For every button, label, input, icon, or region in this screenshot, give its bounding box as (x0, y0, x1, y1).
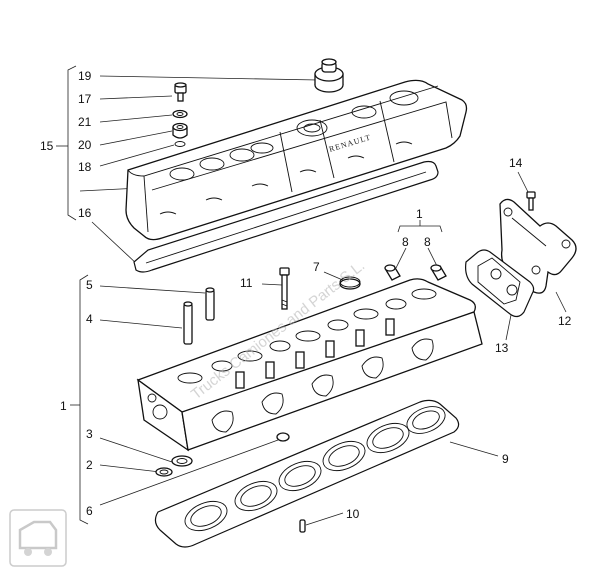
bracket-gasket (465, 249, 535, 318)
callout-13: 13 (495, 341, 509, 355)
cylinder-head (136, 278, 483, 452)
callout-2: 2 (86, 458, 93, 472)
cover-washer (172, 109, 188, 119)
cover-spacer-bush (172, 122, 188, 139)
callout-17: 17 (78, 92, 92, 106)
callout-9: 9 (502, 452, 509, 466)
small-dowel (276, 432, 290, 442)
callout-7: 7 (313, 260, 320, 274)
callout-8-left: 8 (402, 235, 409, 249)
callout-14: 14 (509, 156, 523, 170)
callout-1: 1 (60, 399, 67, 413)
valve-cover-gasket (133, 160, 439, 273)
sleeve-right (430, 264, 447, 281)
sleeve-left (384, 264, 401, 281)
callout-5: 5 (86, 278, 93, 292)
callout-19: 19 (78, 69, 92, 83)
callout-6: 6 (86, 504, 93, 518)
callout-4: 4 (86, 312, 93, 326)
callout-1-top: 1 (416, 207, 423, 221)
bracket-group-15 (56, 65, 77, 221)
cover-screw (174, 82, 187, 102)
callout-10: 10 (346, 507, 360, 521)
callout-18: 18 (78, 160, 92, 174)
bracket-bolt (526, 191, 536, 211)
callout-3: 3 (86, 427, 93, 441)
seal-ring-inner (155, 467, 173, 477)
seal-ring-outer (171, 455, 193, 467)
valve-guide-long (183, 301, 193, 345)
callout-8-right: 8 (424, 235, 431, 249)
corner-logo (9, 509, 67, 567)
callout-15: 15 (40, 139, 54, 153)
callout-11: 11 (240, 276, 253, 290)
lifting-bracket (499, 198, 577, 294)
callout-12: 12 (558, 314, 572, 328)
callout-16: 16 (78, 206, 92, 220)
cover-o-ring (174, 141, 186, 147)
oil-filler-cap (314, 58, 344, 93)
cylinder-head-gasket (154, 399, 460, 548)
core-plug (339, 276, 361, 290)
callout-21: 21 (78, 115, 92, 129)
locating-pin (299, 519, 306, 533)
valve-cover: RENAULT (125, 79, 468, 241)
bracket-group-1-top (397, 220, 443, 233)
head-bolt (279, 267, 290, 310)
callout-20: 20 (78, 138, 92, 152)
callout-numbers: 19 17 21 20 18 15 16 5 4 1 3 2 6 11 7 1 … (40, 69, 572, 521)
bracket-group-1-left (70, 274, 89, 525)
valve-guide-short (205, 287, 215, 321)
